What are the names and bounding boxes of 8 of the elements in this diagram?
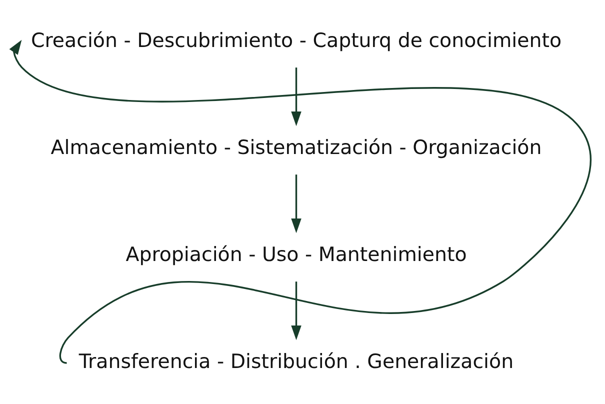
node-text: Apropiación - Uso - Mantenimiento (126, 242, 467, 266)
node-text: Transferencia - Distribución . Generalización (78, 350, 514, 373)
node-text: Almacenamiento - Sistematización - Organización (50, 136, 542, 159)
arrow (9, 39, 591, 363)
arrow (291, 67, 302, 126)
node-text: Creación - Descubrimiento - Capturq de conocimiento (30, 28, 562, 52)
arrow (291, 281, 302, 340)
arrow (291, 174, 302, 233)
